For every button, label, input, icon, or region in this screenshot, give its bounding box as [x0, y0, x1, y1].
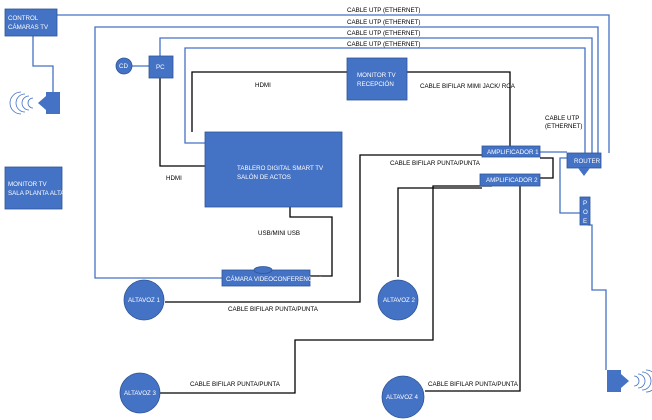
- camara-label: CÁMARA VIDEOCONFERENCIAS: [226, 276, 322, 283]
- cable-label-utp-router-1: CABLE UTP: [545, 115, 579, 122]
- cable-label-bifilar-amp: CABLE BIFILAR PUNTA/PUNTA: [390, 160, 481, 167]
- altavoz-1-label: ALTAVOZ 1: [128, 297, 161, 304]
- bifilar-cable-altavoz-1: [165, 154, 485, 303]
- altavoz-2: ALTAVOZ 2: [377, 279, 419, 321]
- altavoz-2-label: ALTAVOZ 2: [383, 297, 416, 304]
- cable-label-bifilar-jack: CABLE BIFILAR MIMI JACK/ RCA: [420, 83, 516, 90]
- pc-label: PC: [156, 64, 165, 71]
- utp-cable-3: [159, 37, 593, 153]
- cable-label-usb: USB/MINI USB: [258, 230, 300, 237]
- poe-label-p: P: [583, 200, 587, 207]
- cable-label-utp-4: CABLE UTP (ETHERNET): [347, 41, 420, 48]
- camara-box: CÁMARA VIDEOCONFERENCIAS: [221, 266, 322, 287]
- poe-label-e: E: [583, 218, 587, 225]
- cable-label-bifilar-3: CABLE BIFILAR PUNTA/PUNTA: [190, 381, 281, 388]
- cable-label-hdmi-top: HDMI: [255, 82, 271, 89]
- hdmi-cable-left: [159, 78, 205, 167]
- bifilar-cable-altavoz-3: [160, 185, 492, 394]
- monitor-planta-alta-label-1: MONITOR TV: [8, 181, 47, 188]
- poe-device: P O E: [579, 196, 591, 226]
- cable-label-utp-router-2: (ETHERNET): [545, 123, 582, 130]
- router-arrow-icon: [578, 168, 590, 176]
- utp-cable-2: [94, 26, 599, 279]
- tablero-label-1: TABLERO DIGITAL SMART TV: [237, 165, 324, 172]
- cable-label-utp-3: CABLE UTP (ETHERNET): [347, 30, 420, 37]
- cable-control-speaker: [32, 36, 54, 92]
- cd-device: CD: [115, 57, 133, 75]
- hdmi-cable-top: [191, 71, 347, 132]
- monitor-recepcion-box: MONITOR TV RECEPCIÓN: [346, 57, 408, 101]
- utp-cable-4: [184, 47, 586, 153]
- bifilar-cable-altavoz-4: [425, 186, 521, 392]
- monitor-recepcion-label-2: RECEPCIÓN: [357, 81, 394, 88]
- router-label: ROUTER: [574, 158, 601, 165]
- bifilar-cable-altavoz-2: [397, 187, 482, 277]
- amplificador-2-label: AMPLIFICADOR 2: [486, 177, 538, 184]
- monitor-planta-alta-label-2: SALA PLANTA ALTA: [8, 190, 65, 197]
- router-device: ROUTER: [566, 152, 602, 176]
- amplificador-2-box: AMPLIFICADOR 2: [479, 173, 541, 187]
- av-cables: [159, 71, 554, 394]
- bifilar-cable-jack: [407, 71, 511, 146]
- speaker-icon: [9, 91, 60, 115]
- cable-label-utp-2: CABLE UTP (ETHERNET): [347, 19, 420, 26]
- bifilar-cable-amp1-amp2: [540, 157, 554, 179]
- amplificador-1-label: AMPLIFICADOR 1: [487, 149, 539, 156]
- cable-label-bifilar-4: CABLE BIFILAR PUNTA/PUNTA: [428, 381, 519, 388]
- network-cables: [32, 14, 610, 370]
- control-camaras-box: CONTROL CÁMARAS TV: [4, 8, 58, 37]
- tablero-box: TABLERO DIGITAL SMART TV SALÓN DE ACTOS: [204, 131, 343, 208]
- cd-label: CD: [119, 63, 128, 70]
- cable-label-hdmi-left: HDMI: [166, 175, 182, 182]
- cable-label-bifilar-1: CABLE BIFILAR PUNTA/PUNTA: [228, 306, 319, 313]
- altavoz-4-label: ALTAVOZ 4: [386, 394, 419, 401]
- monitor-planta-alta-box: MONITOR TV SALA PLANTA ALTA: [4, 166, 65, 210]
- altavoz-1: ALTAVOZ 1: [123, 279, 165, 321]
- poe-label-o: O: [583, 209, 588, 216]
- altavoz-3-label: ALTAVOZ 3: [124, 390, 157, 397]
- control-camaras-label-2: CÁMARAS TV: [8, 24, 49, 31]
- monitor-recepcion-label-1: MONITOR TV: [357, 72, 396, 79]
- cable-label-utp-1: CABLE UTP (ETHERNET): [347, 7, 420, 14]
- speaker-icon: [607, 369, 652, 393]
- control-camaras-label-1: CONTROL: [8, 15, 39, 22]
- usb-cable: [289, 207, 333, 277]
- tablero-label-2: SALÓN DE ACTOS: [237, 174, 291, 181]
- altavoz-4: ALTAVOZ 4: [381, 375, 425, 419]
- amplificador-1-box: AMPLIFICADOR 1: [481, 145, 541, 158]
- utp-cable-router-poe: [559, 157, 580, 214]
- pc-device: PC: [148, 55, 174, 79]
- utp-cable-poe-speaker: [588, 224, 607, 370]
- altavoz-3: ALTAVOZ 3: [119, 372, 161, 414]
